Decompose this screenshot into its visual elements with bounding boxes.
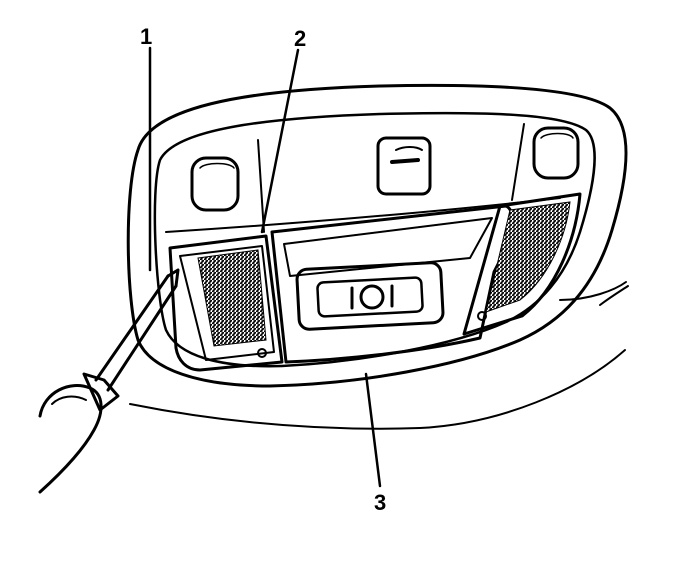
left-reading-lamp-lens <box>190 156 240 212</box>
headliner-edge <box>559 281 627 301</box>
screwdriver-tip <box>166 268 180 288</box>
callout-3: 3 <box>374 490 386 515</box>
screwdriver-handle <box>38 384 103 494</box>
screwdriver-ferrule <box>82 372 120 412</box>
center-switch-button <box>359 284 385 310</box>
right-grille <box>485 201 571 313</box>
leader-line-2 <box>260 48 300 234</box>
callout-2: 2 <box>294 26 306 51</box>
upper-panel-divider <box>165 197 561 233</box>
leader-line-3 <box>364 372 382 488</box>
left-screw-hole <box>257 348 267 358</box>
screwdriver-shaft <box>94 274 178 392</box>
console-outer-bezel <box>126 83 628 388</box>
center-switch-module <box>295 261 445 331</box>
left-grille <box>197 249 267 347</box>
headliner-surface <box>129 349 626 430</box>
right-reading-lamp-lens <box>532 126 580 180</box>
center-lamp-housing <box>270 204 514 364</box>
console-inner-outline <box>153 111 596 368</box>
callout-1: 1 <box>140 24 152 49</box>
left-lamp-bezel <box>168 234 284 372</box>
right-lamp-bezel <box>462 192 582 336</box>
right-screw-hole <box>477 311 487 321</box>
center-top-switch <box>376 136 432 196</box>
